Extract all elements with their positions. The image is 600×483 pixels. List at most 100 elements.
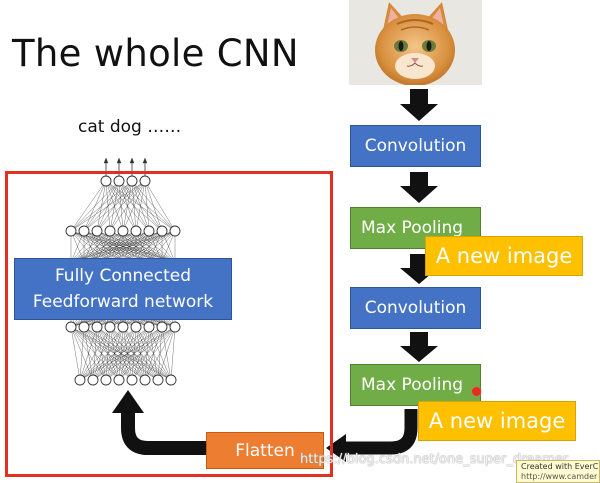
network-connection xyxy=(70,230,111,263)
network-connection xyxy=(144,326,176,381)
neuron-node xyxy=(104,321,116,333)
network-connection xyxy=(161,230,176,263)
neuron-node xyxy=(126,374,138,386)
neuron-node xyxy=(91,321,103,333)
cat-photo xyxy=(349,0,482,85)
neuron-node xyxy=(100,374,112,386)
network-connection xyxy=(157,326,176,381)
fc-network-label: Fully Connected Feedforward network xyxy=(14,258,232,320)
neuron-node xyxy=(165,374,177,386)
neuron-node xyxy=(78,321,90,333)
down-arrow-icon xyxy=(400,89,438,121)
network-connection xyxy=(70,180,133,232)
new-image-callout-1: A new image xyxy=(425,236,583,276)
network-connection xyxy=(70,180,107,232)
network-connection xyxy=(70,230,98,263)
fc-network-label-line2: Feedforward network xyxy=(32,292,214,312)
network-connection xyxy=(70,326,81,381)
fc-network-label-line1: Fully Connected xyxy=(54,266,192,286)
output-arrow-head xyxy=(103,157,109,164)
curved-arrow-to-flatten xyxy=(345,409,418,455)
neuron-node xyxy=(156,321,168,333)
neuron-node xyxy=(139,374,151,386)
neuron-node xyxy=(117,321,129,333)
neuron-node xyxy=(169,321,181,333)
neuron-node xyxy=(74,374,86,386)
neuron-node xyxy=(65,225,77,237)
arrow-head-icon xyxy=(112,390,144,413)
network-connection xyxy=(170,326,176,381)
laser-pointer-dot xyxy=(472,387,481,396)
neuron-node xyxy=(65,321,77,333)
network-connection xyxy=(122,180,146,232)
network-connection xyxy=(70,230,176,263)
network-connection xyxy=(135,180,146,232)
output-classes-label: cat dog …… xyxy=(78,117,182,137)
network-connection xyxy=(70,230,163,263)
neuron-node xyxy=(143,321,155,333)
network-connection xyxy=(79,326,98,381)
output-arrow-head xyxy=(142,157,148,164)
network-connection xyxy=(135,230,176,263)
neuron-node xyxy=(100,175,112,187)
slide-title: The whole CNN xyxy=(12,32,299,75)
network-connection xyxy=(109,230,176,263)
network-connection xyxy=(83,230,176,263)
network-connection xyxy=(92,326,176,381)
network-connection xyxy=(79,326,137,381)
convolution-block-1: Convolution xyxy=(350,125,481,167)
network-connection xyxy=(105,326,176,381)
neuron-node xyxy=(113,374,125,386)
flatten-block: Flatten xyxy=(206,432,324,469)
credit-line1: Created with EverC xyxy=(521,462,599,471)
neuron-node xyxy=(117,225,129,237)
new-image-callout-2: A new image xyxy=(418,401,576,441)
neuron-node xyxy=(130,225,142,237)
neuron-node xyxy=(143,225,155,237)
watermark-url: https://blog.csdn.net/one_super_dreamer xyxy=(300,452,569,467)
network-connection xyxy=(96,180,146,232)
network-connection xyxy=(70,230,124,263)
network-connection xyxy=(79,326,176,381)
output-arrow-head xyxy=(116,157,122,164)
neuron-node xyxy=(126,175,138,187)
arrow-head-icon xyxy=(326,434,346,462)
network-connection xyxy=(79,326,111,381)
network-connection xyxy=(70,230,137,263)
curved-arrow-to-network xyxy=(121,412,206,455)
network-connection xyxy=(83,180,146,232)
neuron-node xyxy=(78,225,90,237)
down-arrow-icon xyxy=(400,254,438,284)
network-connection xyxy=(79,326,150,381)
neuron-node xyxy=(130,321,142,333)
neuron-node xyxy=(87,374,99,386)
network-connection xyxy=(70,230,85,263)
neuron-node xyxy=(139,175,151,187)
credit-line2: http://www.camder xyxy=(521,472,598,481)
network-connection xyxy=(70,180,120,232)
neuron-node xyxy=(152,374,164,386)
neuron-node xyxy=(169,225,181,237)
neuron-node xyxy=(156,225,168,237)
network-connection xyxy=(79,326,85,381)
network-connection xyxy=(118,326,176,381)
output-arrow-head xyxy=(129,157,135,164)
max-pooling-block-2: Max Pooling xyxy=(350,364,481,406)
fc-network-highlight-box xyxy=(5,171,333,477)
network-connection xyxy=(79,326,124,381)
neuron-node xyxy=(104,225,116,237)
network-connection xyxy=(144,180,163,232)
network-connection xyxy=(131,326,176,381)
network-connection xyxy=(70,180,146,232)
network-connection xyxy=(122,230,176,263)
network-connection xyxy=(79,326,163,381)
neuron-node xyxy=(113,175,125,187)
neuron-node xyxy=(91,225,103,237)
down-arrow-icon xyxy=(400,172,438,203)
max-pooling-block-1: Max Pooling xyxy=(350,207,481,249)
network-connection xyxy=(109,180,146,232)
network-connection xyxy=(144,180,150,232)
convolution-block-2: Convolution xyxy=(350,287,481,329)
credit-badge: Created with EverC http://www.camder xyxy=(516,460,600,483)
network-connection xyxy=(148,230,176,263)
